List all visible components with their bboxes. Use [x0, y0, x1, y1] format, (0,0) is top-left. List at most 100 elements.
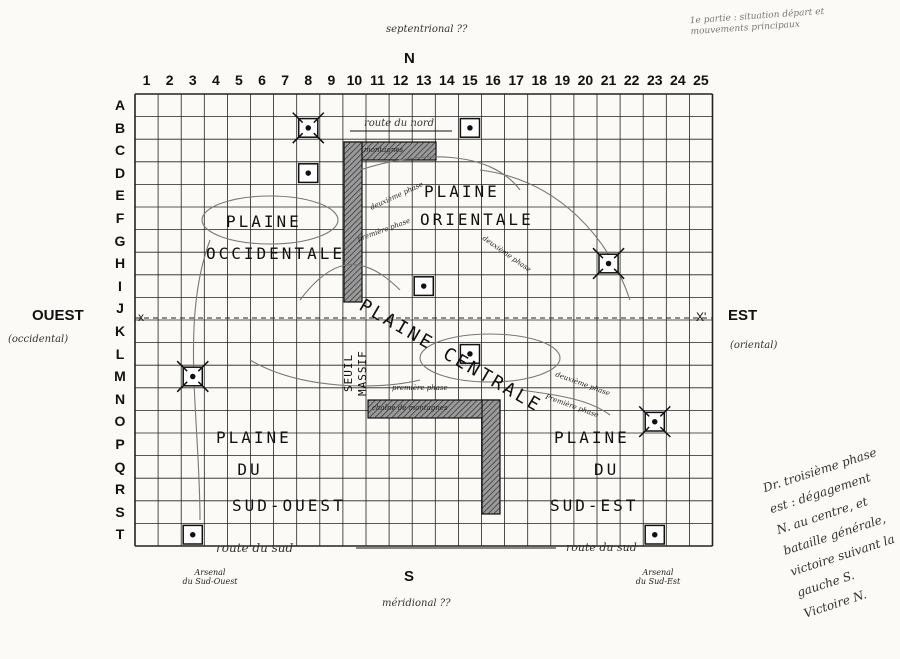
row-letter: L [115, 345, 125, 362]
fortress-cross-mark [638, 405, 650, 417]
fortress-centre [413, 276, 435, 297]
south-label: S [404, 568, 415, 585]
seuil-label: SEUIL [342, 353, 355, 392]
plaine-occidentale-l1: PLAINE [226, 212, 302, 231]
fortress-dot [467, 351, 473, 357]
column-number: 22 [623, 72, 640, 88]
column-number: 5 [235, 72, 243, 88]
column-number: 15 [462, 72, 478, 88]
column-number: 21 [600, 72, 617, 88]
fortress-cross-mark [176, 360, 188, 372]
east-sublabel: (oriental) [730, 340, 778, 351]
caption-line: Arsenal [194, 568, 226, 577]
fortress-cross-mark [292, 112, 304, 124]
row-letter: J [116, 300, 124, 317]
fortress-dot [652, 418, 658, 425]
column-number: 4 [211, 72, 220, 88]
north-note: septentrional ?? [386, 24, 468, 35]
row-letter: K [114, 323, 126, 339]
arsenal-sud-ouest-caption: Arsenal du Sud-Ouest [170, 568, 250, 586]
column-number: 17 [508, 72, 524, 88]
column-number: 12 [392, 72, 409, 88]
fortress-cross-mark [659, 405, 671, 417]
row-letter: Q [114, 458, 126, 475]
row-letter: B [114, 119, 126, 136]
fortress-dot [652, 531, 658, 538]
fortress-centre-sud [459, 343, 481, 364]
arsenal-nord [459, 117, 481, 138]
row-letter: S [115, 503, 125, 520]
north-label: N [404, 50, 415, 67]
movement-curve [359, 156, 521, 191]
caption-line: Arsenal [642, 568, 674, 577]
row-letter: T [115, 526, 125, 543]
axis-mark-right: X' [696, 310, 707, 324]
fortress-cross-mark [613, 247, 625, 259]
row-letter: O [114, 413, 126, 430]
row-letter: C [114, 142, 126, 159]
fortress-dot [305, 170, 311, 176]
west-label: OUEST [32, 307, 84, 324]
mountain-south-label: chaîne de montagnes [372, 404, 448, 412]
row-letter: I [118, 277, 122, 294]
plaine-sud-est-l1: PLAINE [554, 428, 630, 447]
column-number: 24 [670, 72, 686, 88]
plaine-sud-ouest-l1: PLAINE [216, 428, 292, 447]
movement-curve [299, 264, 401, 301]
fortress-cross-mark [176, 381, 188, 393]
fortress-dot [190, 373, 196, 380]
column-number: 11 [370, 72, 385, 88]
column-number: 3 [188, 72, 197, 88]
row-letter: A [114, 97, 126, 113]
axis-mark-left: x [138, 310, 144, 324]
movement-curve [519, 389, 611, 416]
fortress-nord-est [592, 247, 625, 280]
arsenal-sud-est-caption: Arsenal du Sud-Est [618, 568, 698, 586]
fortress-cross-mark [638, 426, 650, 438]
east-label: EST [728, 307, 758, 324]
column-number: 23 [646, 72, 663, 88]
arsenal-sud-est [644, 524, 666, 545]
south-note: méridional ?? [382, 598, 451, 609]
arsenal-nord-2 [297, 163, 319, 184]
column-number: 1 [142, 72, 151, 88]
fortress-dot [467, 125, 473, 131]
fortress-cross-mark [659, 426, 671, 438]
fortress-est [638, 405, 671, 438]
fortress-dot [421, 283, 427, 289]
massif-label: MASSIF [356, 350, 369, 396]
movement-oval [201, 195, 339, 245]
row-letter: M [114, 368, 126, 385]
fortress-cross-mark [197, 381, 209, 393]
column-number: 14 [439, 72, 455, 88]
column-number: 20 [577, 72, 594, 88]
caption-line: du Sud-Ouest [182, 577, 238, 586]
phase-label: première phase [392, 384, 448, 392]
fortress-cross-mark [313, 132, 325, 144]
row-letter: P [115, 436, 125, 452]
plaine-orientale-l2: ORIENTALE [420, 210, 534, 229]
movement-curve [249, 359, 421, 387]
plaine-sud-est-l2: DU [594, 460, 620, 479]
plaine-sud-ouest-l2: DU [237, 460, 263, 479]
fortress-cross-mark [592, 268, 604, 280]
plaine-sud-est-l3: SUD-EST [550, 496, 639, 515]
column-number: 8 [304, 72, 313, 88]
row-letter: F [115, 210, 125, 226]
movement-curve [479, 169, 631, 301]
route-nord-label: route du nord [364, 118, 435, 129]
column-number: 10 [346, 72, 363, 88]
west-sublabel: (occidental) [8, 334, 69, 345]
fortress-cross-mark [313, 112, 325, 124]
fortress-dot [305, 125, 311, 131]
mountain-chain-south [367, 399, 501, 515]
mountain-chain-north [343, 141, 437, 303]
fortress-cross-mark [197, 360, 209, 372]
fortress-nord-ouest [292, 112, 325, 144]
column-number: 9 [327, 72, 336, 88]
route-sud-label-left: route du sud [216, 541, 294, 555]
column-number: 13 [415, 72, 432, 88]
fortress-dot [605, 260, 612, 267]
column-number: 6 [258, 72, 266, 88]
fortress-cross-mark [592, 247, 604, 259]
